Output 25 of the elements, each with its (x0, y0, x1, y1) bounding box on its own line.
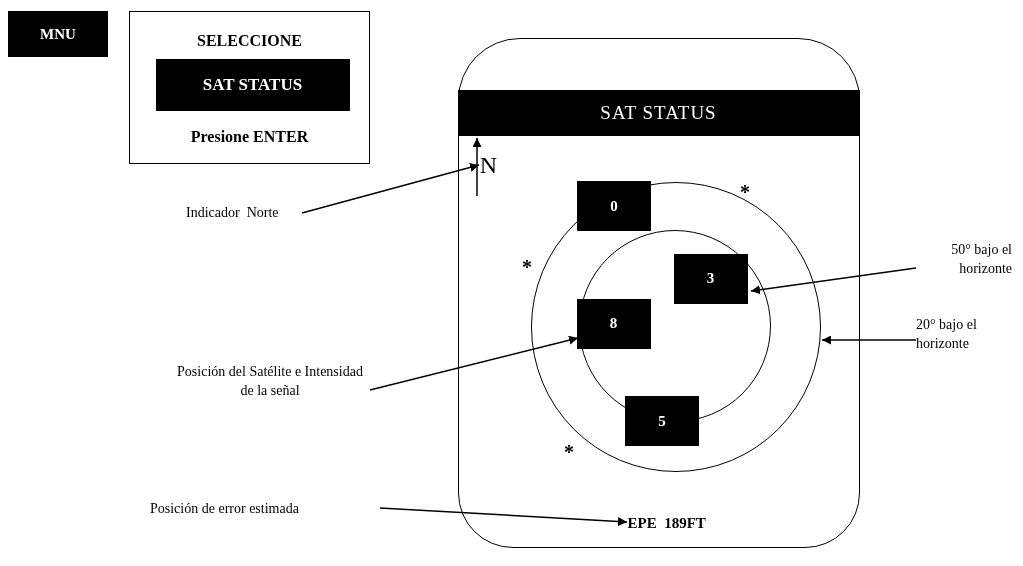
north-letter: N (479, 149, 498, 178)
leader-arrow (379, 507, 628, 526)
callout-text: 50° bajo el horizonte (916, 240, 1012, 278)
callout-text: Indicador Norte (186, 203, 302, 221)
menu-panel (129, 11, 370, 164)
satellite-marker: 5 (625, 396, 699, 446)
star-mark: * (522, 256, 532, 278)
highlighted-option: SAT STATUS (155, 58, 350, 111)
leader-arrow (301, 163, 480, 214)
satellite-marker: 0 (577, 181, 651, 231)
menu-instruction: Presione ENTER (189, 128, 310, 146)
star-mark: * (740, 181, 750, 203)
star-mark: * (564, 441, 574, 463)
title-bar: SAT STATUS (457, 89, 860, 136)
leader-arrow (821, 335, 917, 345)
error-readout: EPE 189FT (627, 513, 748, 536)
callout-text: Posición del Satélite e Intensidad de la señal (170, 362, 370, 400)
satellite-marker: 3 (673, 253, 748, 304)
leader-arrow (750, 267, 917, 295)
callout-text: 20° bajo el horizonte (916, 315, 1012, 353)
device-screen (458, 38, 860, 548)
satellite-marker: 8 (576, 298, 651, 349)
menu-key: MNU (8, 11, 108, 57)
callout-text: Posición de error estimada (150, 499, 380, 517)
menu-heading: SELECCIONE (196, 32, 303, 50)
